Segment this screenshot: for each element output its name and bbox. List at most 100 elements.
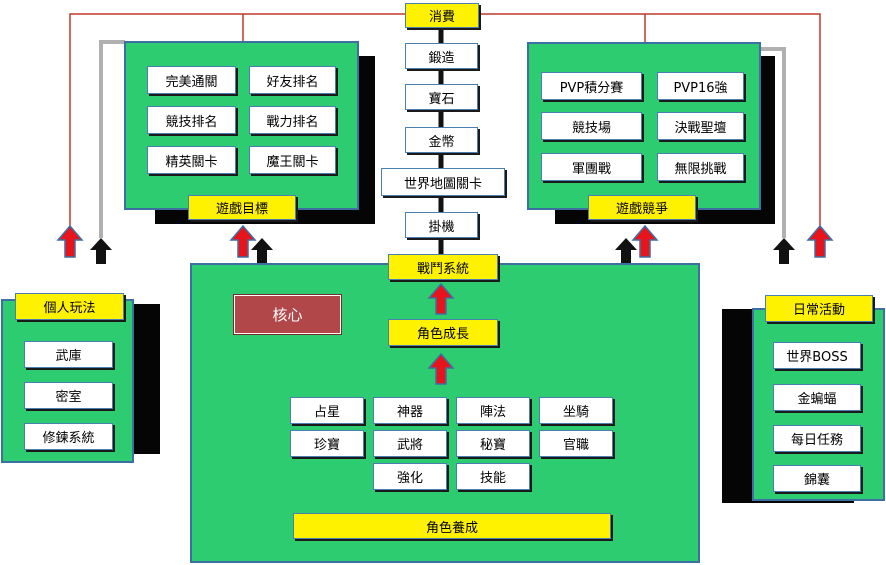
competition-item-label: 無限挑戰 bbox=[674, 161, 727, 177]
goals-title: 遊戲目標 bbox=[188, 195, 296, 220]
competition-title: 遊戲競爭 bbox=[588, 195, 696, 220]
core-item-label: 珍寶 bbox=[313, 438, 340, 453]
daily-item-label: 金蝙蝠 bbox=[797, 392, 837, 407]
personal-title-label: 個人玩法 bbox=[43, 301, 96, 316]
core-item-label: 技能 bbox=[479, 471, 506, 486]
goal-item: 戰力排名 bbox=[249, 106, 336, 134]
core-item-label: 官職 bbox=[562, 438, 589, 453]
chain-item-label: 金幣 bbox=[428, 134, 455, 150]
core-label-box: 核心 bbox=[233, 294, 342, 335]
up-arrow-icon bbox=[806, 224, 834, 258]
personal-item-label: 修鍊系統 bbox=[42, 431, 95, 446]
goal-item: 競技排名 bbox=[147, 106, 236, 134]
core-item-label: 武將 bbox=[396, 438, 423, 453]
competition-item-label: 競技場 bbox=[571, 120, 611, 136]
core-item: 武將 bbox=[373, 430, 447, 457]
personal-title: 個人玩法 bbox=[15, 293, 124, 320]
up-arrow-icon bbox=[251, 238, 273, 264]
goal-item-label: 戰力排名 bbox=[266, 114, 319, 130]
gray-right-line bbox=[760, 47, 786, 238]
up-arrow-icon bbox=[229, 224, 257, 258]
chain-item-label: 世界地圖關卡 bbox=[403, 176, 482, 192]
growth-box: 角色成長 bbox=[388, 319, 498, 346]
daily-item-label: 錦囊 bbox=[803, 473, 830, 488]
competition-item-label: PVP積分賽 bbox=[559, 80, 624, 96]
up-arrow-icon bbox=[773, 238, 795, 264]
competition-item-label: 決戰聖壇 bbox=[674, 120, 727, 136]
gray-left-line bbox=[99, 40, 125, 238]
cultivation-label: 角色養成 bbox=[425, 520, 478, 536]
goal-item: 好友排名 bbox=[249, 66, 336, 94]
competition-item: 決戰聖壇 bbox=[657, 112, 744, 140]
goal-item-label: 好友排名 bbox=[266, 74, 319, 90]
chain-item: 世界地圖關卡 bbox=[381, 168, 505, 196]
up-arrow-icon bbox=[90, 238, 112, 264]
competition-title-label: 遊戲競爭 bbox=[615, 202, 668, 217]
personal-item-label: 密室 bbox=[55, 390, 82, 405]
consume-label: 消費 bbox=[428, 10, 455, 25]
personal-item-label: 武庫 bbox=[55, 349, 82, 364]
daily-item: 金蝙蝠 bbox=[773, 384, 861, 411]
daily-item-label: 世界BOSS bbox=[786, 350, 848, 365]
up-arrow-icon bbox=[615, 238, 637, 264]
goals-title-label: 遊戲目標 bbox=[215, 202, 268, 217]
daily-item-label: 每日任務 bbox=[790, 433, 843, 448]
cultivation-box: 角色養成 bbox=[293, 513, 611, 539]
core-item: 坐騎 bbox=[539, 397, 613, 424]
competition-item-label: PVP16強 bbox=[673, 80, 728, 96]
core-item-label: 坐騎 bbox=[562, 405, 589, 420]
battle-system-box: 戰鬥系統 bbox=[388, 254, 498, 280]
core-item-label: 強化 bbox=[396, 471, 423, 486]
goal-item-label: 精英關卡 bbox=[165, 154, 218, 170]
battle-system-label: 戰鬥系統 bbox=[416, 261, 469, 277]
goal-item-label: 魔王關卡 bbox=[266, 154, 319, 170]
daily-title: 日常活動 bbox=[765, 295, 873, 322]
up-arrow-icon bbox=[56, 224, 84, 258]
competition-item: 無限挑戰 bbox=[657, 153, 744, 181]
core-item: 技能 bbox=[456, 463, 530, 490]
core-item-label: 占星 bbox=[313, 405, 340, 420]
core-item-label: 陣法 bbox=[479, 405, 506, 420]
goal-item-label: 競技排名 bbox=[165, 114, 218, 130]
chain-item: 掛機 bbox=[405, 212, 478, 238]
competition-item: PVP積分賽 bbox=[541, 72, 642, 100]
personal-item: 密室 bbox=[24, 382, 113, 409]
competition-item-label: 軍團戰 bbox=[571, 161, 611, 177]
core-item-label: 秘寶 bbox=[479, 438, 506, 453]
core-label: 核心 bbox=[272, 306, 303, 324]
personal-item: 武庫 bbox=[24, 341, 113, 368]
growth-label: 角色成長 bbox=[416, 327, 469, 342]
daily-item: 錦囊 bbox=[773, 465, 861, 492]
core-item: 強化 bbox=[373, 463, 447, 490]
core-item-label: 神器 bbox=[396, 405, 423, 420]
core-item: 珍寶 bbox=[290, 430, 364, 457]
chain-item: 金幣 bbox=[405, 127, 478, 153]
daily-title-label: 日常活動 bbox=[792, 303, 845, 318]
core-item: 官職 bbox=[539, 430, 613, 457]
chain-item-label: 寶石 bbox=[428, 91, 455, 107]
chain-item: 鍛造 bbox=[405, 43, 478, 69]
core-item: 神器 bbox=[373, 397, 447, 424]
core-item: 占星 bbox=[290, 397, 364, 424]
competition-item: PVP16強 bbox=[657, 72, 744, 100]
competition-item: 競技場 bbox=[541, 112, 642, 140]
daily-item: 世界BOSS bbox=[773, 342, 861, 369]
core-item: 陣法 bbox=[456, 397, 530, 424]
chain-item-label: 鍛造 bbox=[428, 50, 455, 66]
chain-item: 寶石 bbox=[405, 84, 478, 110]
goal-item: 魔王關卡 bbox=[249, 146, 336, 174]
goal-item: 完美通關 bbox=[147, 66, 236, 94]
goal-item: 精英關卡 bbox=[147, 146, 236, 174]
personal-item: 修鍊系統 bbox=[24, 423, 113, 450]
goal-item-label: 完美通關 bbox=[165, 74, 218, 90]
up-arrow-icon bbox=[427, 352, 455, 385]
daily-item: 每日任務 bbox=[773, 425, 861, 452]
core-item: 秘寶 bbox=[456, 430, 530, 457]
chain-item-label: 掛機 bbox=[428, 219, 455, 235]
competition-item: 軍團戰 bbox=[541, 153, 642, 181]
up-arrow-icon bbox=[631, 224, 659, 258]
up-arrow-icon bbox=[427, 282, 455, 315]
consume-box: 消費 bbox=[405, 3, 479, 28]
